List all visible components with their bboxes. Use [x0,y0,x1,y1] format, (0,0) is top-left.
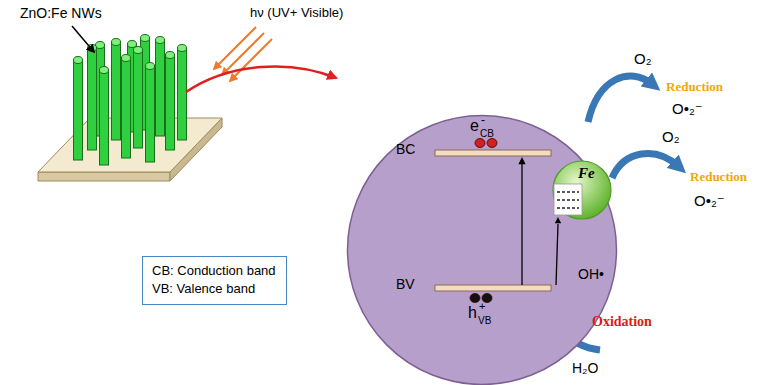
nanowire [166,52,175,151]
light-ray [230,39,272,81]
legend-text: VB: Valence band [152,280,277,298]
charge-dot [470,294,480,303]
nanowire-body [134,50,143,148]
nanowire-body [146,66,155,162]
nanowire-body [88,48,97,150]
nanowire [74,57,83,161]
nanowire-body [122,58,131,158]
band-bar [435,285,551,291]
band-bar [435,150,551,156]
energy-level [557,207,579,208]
dopant-body [553,161,611,219]
part-name: ZnO:Fe NWs [20,5,102,21]
species-label: O•₂⁻ [672,100,703,117]
band-label: BC [396,142,415,157]
trap-arrow [556,224,558,285]
band-label: - [481,114,485,127]
excitation-arrow [521,164,522,285]
species-label: H₂O [572,360,598,376]
particle-circle: BC eCB- BV hVB + Fe [346,114,618,385]
nanowire-body [178,48,187,140]
species-label: O₂ [634,50,652,67]
nanowire-tip [166,52,175,59]
band-label: CB [480,128,494,139]
element-symbol: Fe [578,165,595,182]
arrow-head [518,157,525,164]
nanowire-tip [156,37,165,44]
energy-level [557,191,579,192]
substrate-front [38,172,170,181]
nanowire [178,45,187,141]
nanowire-body [166,55,175,150]
zoom-arrow [186,66,336,92]
reduction-arrow [612,154,678,179]
particle-outline [346,114,618,385]
process-label: Oxidation [592,314,652,330]
species-label: O₂ [662,128,680,145]
arrow-head [555,217,561,223]
nanowire [100,67,109,166]
nanowire-body [156,40,165,136]
process-label: Reduction [666,80,723,95]
nanowire-tip [122,55,131,62]
species-label: O•₂⁻ [694,192,725,209]
nanowire-tip [74,57,83,64]
nanowire-tip [128,41,137,48]
nanowire-tip [134,47,143,54]
nanowire [88,45,97,151]
band-label: BV [396,277,415,292]
nanowire-tip [178,45,187,52]
process-label: Reduction [690,170,747,185]
nanowire [122,55,131,159]
nanowire [156,37,165,137]
nanowire-body [112,42,121,140]
level-box [554,184,582,215]
charge-dot [475,139,485,148]
band-label: + [479,300,485,312]
charge-dot [487,139,497,148]
nanowire-tip [112,39,121,46]
nanowire [146,63,155,163]
reduction-arrow [588,76,652,122]
energy-level [557,199,579,200]
nanowire-tip [146,63,155,70]
band-label: e [470,117,479,135]
light-label: hν (UV+ Visible) [250,6,343,21]
nanowire [134,47,143,149]
band-label: h [468,304,477,322]
legend-box: CB: Conduction bandVB: Valence band [142,256,287,305]
band-label: VB [478,315,491,326]
nanowires [74,35,187,166]
nanowire-tip [100,67,109,74]
legend-text: CB: Conduction band [152,262,277,280]
particle-body [348,116,617,385]
nanowire-tip [141,35,150,42]
nanowire-body [74,60,83,160]
leader-arrow [72,26,94,52]
nanowire-body [100,70,109,165]
dopant-circle: Fe [552,160,612,220]
nanowire [112,39,121,141]
species-label: OH• [578,266,604,282]
